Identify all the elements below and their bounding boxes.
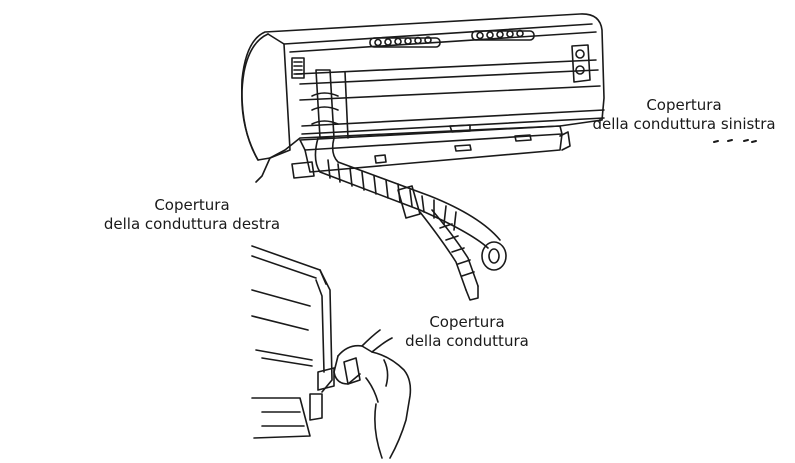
right-knockout-line [256, 158, 270, 182]
label-pipe-cover: Copertura della conduttura [382, 313, 552, 351]
pipe-end-inner [489, 249, 499, 263]
back-rail-3 [300, 86, 600, 100]
detail-panel-top-inner [252, 256, 316, 278]
center-guide [345, 72, 348, 138]
unit-outer-shell [242, 14, 604, 160]
back-rail-2 [300, 70, 598, 84]
detail-panel-inner-edge [316, 280, 324, 372]
top-slots [370, 31, 534, 48]
vent-grille [292, 58, 304, 78]
bottom-tray-front [305, 134, 562, 172]
unit-top-rail-inner [290, 32, 596, 52]
indoor-unit-drawing [242, 14, 756, 182]
detail-rail-2 [252, 316, 308, 330]
label-pipe-line2: della conduttura [405, 332, 529, 350]
left-knockout [560, 132, 570, 150]
pipe-tape-band [398, 186, 420, 218]
hand-fingers [362, 330, 392, 402]
pipe-drawing [312, 70, 506, 300]
back-rail-1 [296, 60, 596, 74]
drain-hose-outer [420, 212, 466, 290]
pipe-upper-wrap [312, 93, 338, 124]
pipe-upper-vertical [316, 70, 334, 138]
detail-panel-front [320, 270, 332, 392]
right-hook-top [576, 50, 584, 58]
detail-bottom-line [262, 412, 304, 426]
unit-front-curve [242, 34, 268, 160]
hand-wrist [375, 404, 382, 458]
drain-hose-wrap [440, 224, 474, 276]
label-pipe-line1: Copertura [429, 313, 505, 331]
label-right-line1: Copertura [154, 196, 230, 214]
detail-rail-1 [252, 290, 310, 306]
pipe-bend-inner [333, 138, 500, 240]
detail-bottom-box [252, 398, 310, 438]
drain-hose-tip [466, 286, 478, 300]
tray-tab-3 [450, 125, 470, 132]
detail-bracket [310, 394, 322, 420]
right-knockout [292, 162, 314, 178]
bottom-tray [300, 126, 562, 150]
detail-knockout [318, 368, 334, 390]
detail-rail-4 [262, 358, 312, 366]
pipe-wrap-spiral [328, 160, 456, 230]
label-right-line2: della conduttura destra [103, 215, 281, 233]
label-right-pipe-cover: Copertura della conduttura destra [70, 196, 314, 234]
detail-rail-3 [256, 350, 312, 360]
cover-piece [344, 358, 360, 384]
label-left-pipe-cover: Copertura della conduttura sinistra [575, 96, 793, 134]
hand-outline [338, 346, 410, 458]
tray-tab-1 [375, 155, 386, 163]
pipe-end-open [482, 242, 506, 270]
unit-top-rail [284, 24, 592, 44]
detail-drawing [252, 246, 410, 458]
back-rail-4 [302, 110, 604, 126]
right-side-bracket [572, 45, 590, 82]
label-left-line1: Copertura [646, 96, 722, 114]
pipe-bend-outer [315, 138, 488, 248]
tray-tab-2 [455, 145, 471, 151]
tick-marks [714, 140, 756, 142]
unit-side-face [268, 34, 290, 158]
tray-tab-4 [515, 135, 531, 141]
label-left-line2: della conduttura sinistra [592, 115, 776, 133]
